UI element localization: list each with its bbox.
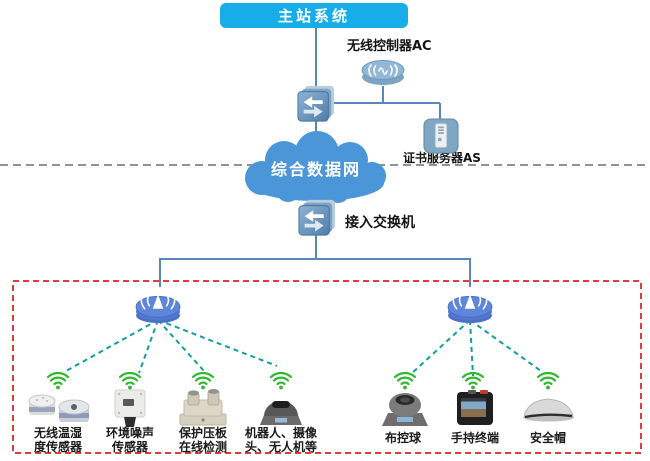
- device-label-ball: 布控球: [384, 431, 421, 445]
- access-switch-label: 接入交换机: [345, 215, 415, 231]
- device-wireless-temp-humidity-sensor: [23, 389, 93, 427]
- wifi-icon: [536, 372, 560, 390]
- wifi-icon: [118, 372, 142, 390]
- wifi-icon: [269, 372, 293, 390]
- device-label-robot: 机器人、摄像 头、无人机等: [244, 426, 317, 454]
- ac-controller-label: 无线控制器AC: [347, 39, 432, 54]
- device-label-pressure: 保护压板 在线检测: [178, 426, 227, 454]
- device-safety-helmet: [513, 389, 583, 427]
- wifi-icon: [393, 372, 417, 390]
- wireless-controller-icon: [361, 60, 405, 85]
- wireless-zone-border: [12, 280, 642, 454]
- device-label-temp-humidity: 无线温湿 度传感器: [33, 426, 82, 454]
- cloud-icon: [245, 131, 386, 203]
- device-noise-sensor: [95, 389, 165, 427]
- access-switch-icon: [298, 199, 336, 236]
- main-station-title: 主站系统: [220, 3, 408, 28]
- wifi-icon: [191, 372, 215, 390]
- device-handheld-terminal: [440, 389, 510, 427]
- device-robot-camera-drone: [246, 389, 316, 427]
- device-surveillance-ball-camera: [370, 389, 440, 427]
- device-pressure-plate-online-detector: [168, 389, 238, 427]
- certificate-server-icon: [423, 118, 459, 154]
- core-switch-icon: [297, 85, 335, 122]
- cloud-label: 综合数据网: [270, 160, 361, 179]
- wifi-icon: [461, 372, 485, 390]
- data-network-cloud: 综合数据网: [230, 128, 402, 206]
- device-label-handheld: 手持终端: [450, 431, 499, 445]
- as-server-label: 证书服务器AS: [403, 151, 481, 165]
- wireless-ap-right-icon: [447, 290, 493, 324]
- wifi-icon: [46, 372, 70, 390]
- wireless-ap-left-icon: [135, 290, 181, 324]
- device-label-helmet: 安全帽: [529, 431, 566, 445]
- device-label-noise: 环境噪声 传感器: [105, 426, 154, 454]
